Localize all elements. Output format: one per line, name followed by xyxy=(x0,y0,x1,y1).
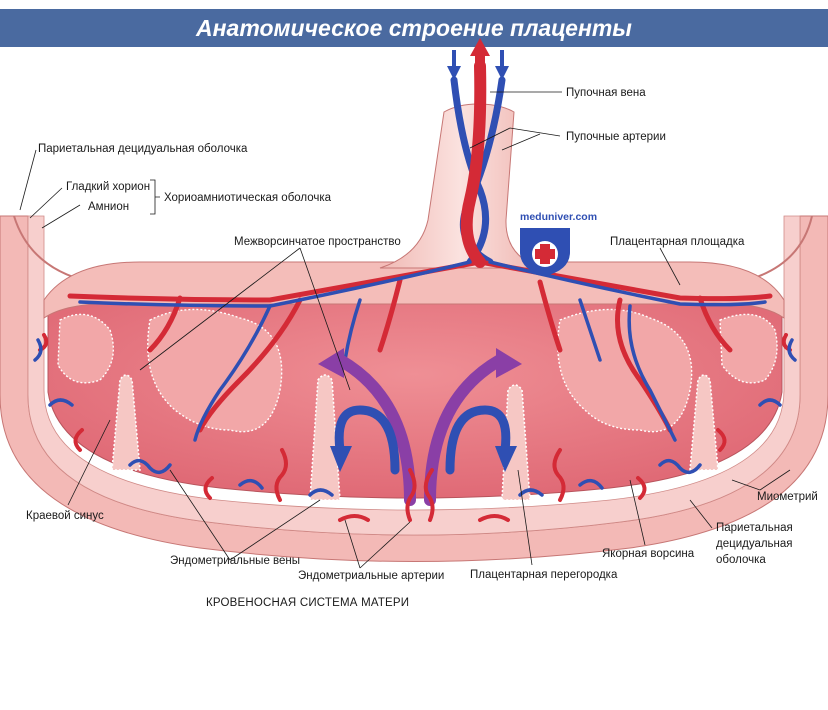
label-intervillous-space-group: Межворсинчатое пространство xyxy=(139,236,401,391)
umbilical-vein xyxy=(460,60,487,268)
red-cross-shield-icon xyxy=(520,228,570,276)
label-umbilical-arteries-group: Пупочные артерии xyxy=(469,127,666,151)
maternal-flow-arrows xyxy=(318,348,522,506)
label-endometrial-arteries: Эндометриальные артерии xyxy=(298,570,444,582)
label-parietal-decidua-top: Париетальная децидуальная оболочка xyxy=(38,143,248,155)
label-placental-septum-group: Плацентарная перегородка xyxy=(470,469,618,581)
label-smooth-chorion-group: Гладкий хорион xyxy=(29,181,150,219)
label-umbilical-vein-group: Пупочная вена xyxy=(490,87,646,99)
label-umbilical-arteries: Пупочные артерии xyxy=(566,131,666,143)
label-amnion-group: Амнион xyxy=(41,201,129,229)
label-endometrial-arteries-group: Эндометриальные артерии xyxy=(298,519,444,582)
label-maternal-circulation: КРОВЕНОСНАЯ СИСТЕМА МАТЕРИ xyxy=(206,597,409,609)
label-smooth-chorion: Гладкий хорион xyxy=(66,181,150,193)
label-amnion: Амнион xyxy=(88,201,129,213)
label-endometrial-veins-group: Эндометриальные вены xyxy=(169,469,321,567)
label-placental-septum: Плацентарная перегородка xyxy=(470,569,618,581)
label-anchoring-villus-group: Якорная ворсина xyxy=(602,479,695,560)
watermark-text: meduniver.com xyxy=(520,211,597,223)
label-myometrium: Миометрий xyxy=(757,491,818,503)
label-maternal-circulation-group: КРОВЕНОСНАЯ СИСТЕМА МАТЕРИ xyxy=(206,597,409,609)
placental-septa xyxy=(111,374,719,501)
label-anchoring-villus: Якорная ворсина xyxy=(602,548,695,560)
label-chorionic-plate-group: Плацентарная площадка xyxy=(610,236,745,286)
chorionic-vessels-blue xyxy=(78,260,767,442)
page-title: Анатомическое строение плаценты xyxy=(196,15,632,41)
label-parietal-decidua-line-2: децидуальная xyxy=(716,538,793,550)
label-parietal-decidua-right-group: Париетальная децидуальная оболочка xyxy=(689,499,793,566)
label-endometrial-veins: Эндометриальные вены xyxy=(170,555,300,567)
cord-flow-arrows xyxy=(447,38,509,80)
venous-return-arrows xyxy=(330,405,517,475)
villous-trees xyxy=(57,308,778,433)
label-marginal-sinus-group: Краевой синус xyxy=(26,419,111,522)
label-umbilical-vein: Пупочная вена xyxy=(566,87,646,99)
umbilical-cord xyxy=(379,103,541,269)
label-parietal-decidua-line-3: оболочка xyxy=(716,554,766,566)
title-banner xyxy=(0,9,828,47)
label-parietal-decidua-top-group: Париетальная децидуальная оболочка xyxy=(19,143,248,211)
label-myometrium-group: Миометрий xyxy=(731,469,818,503)
watermark: meduniver.com xyxy=(520,211,597,276)
endometrial-arteries xyxy=(38,333,792,522)
label-chorioamniotic-group: Хориоамниотическая оболочка xyxy=(150,179,332,215)
label-marginal-sinus: Краевой синус xyxy=(26,510,104,522)
label-parietal-decidua-line-1: Париетальная xyxy=(716,522,793,534)
decidua-layer xyxy=(27,215,801,536)
label-chorioamniotic-membrane: Хориоамниотическая оболочка xyxy=(164,192,332,204)
label-chorionic-plate: Плацентарная площадка xyxy=(610,236,745,248)
label-intervillous-space: Межворсинчатое пространство xyxy=(234,236,401,248)
